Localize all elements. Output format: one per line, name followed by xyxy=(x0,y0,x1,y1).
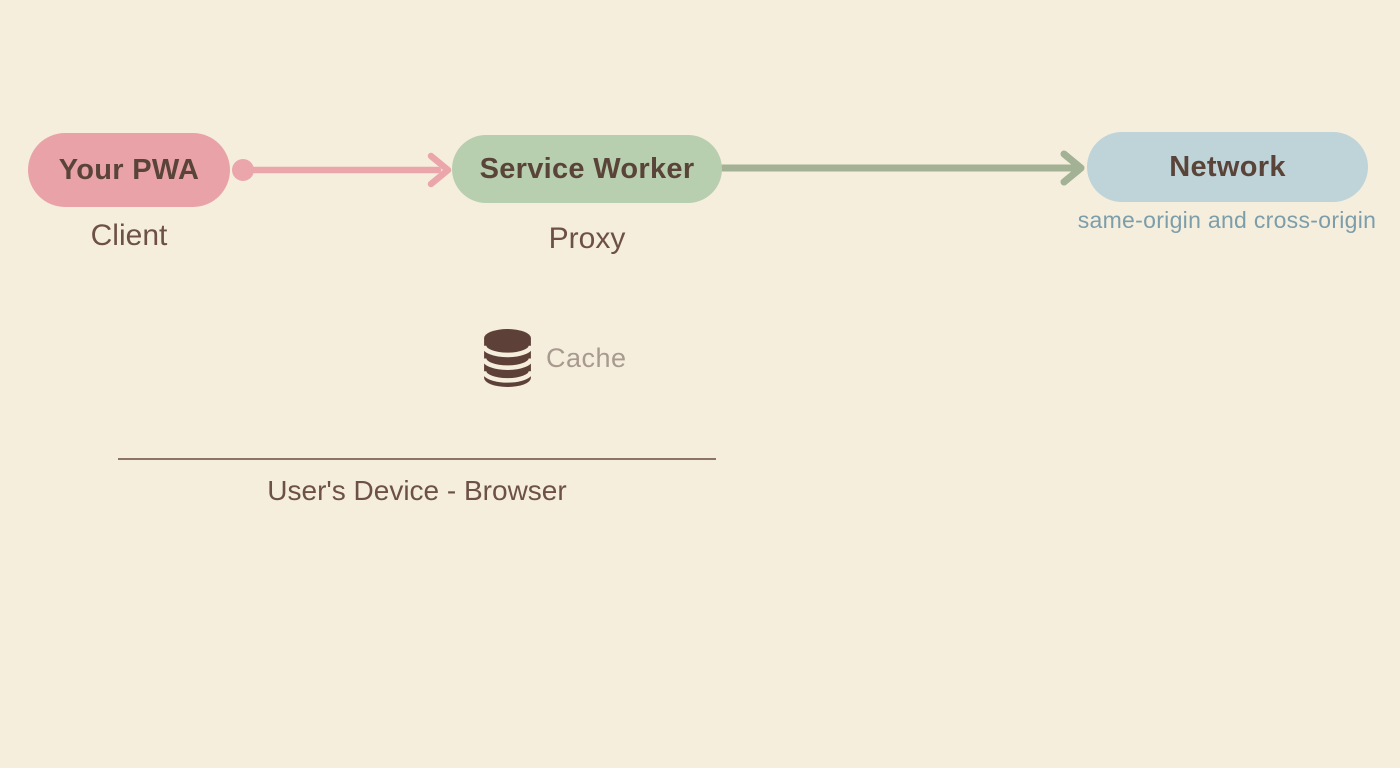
proxy-label: Proxy xyxy=(548,222,626,255)
network-node-label: Network xyxy=(1169,150,1286,183)
network-node: Network xyxy=(1087,132,1368,202)
pwa-to-sw-arrow xyxy=(232,152,452,188)
cache-group: Cache xyxy=(484,329,627,387)
device-boundary-label: User's Device - Browser xyxy=(267,475,567,506)
arrow-head-icon xyxy=(427,152,452,188)
database-cylinder xyxy=(484,329,531,387)
database-gap xyxy=(484,358,531,370)
pwa-node-label: Your PWA xyxy=(58,153,200,186)
arrow-start-dot xyxy=(232,159,254,181)
service-worker-node-label: Service Worker xyxy=(479,152,695,185)
cache-label: Cache xyxy=(546,342,627,373)
database-gap xyxy=(484,345,531,358)
database-gap xyxy=(484,370,531,383)
client-label: Client xyxy=(90,219,168,252)
device-boundary-line xyxy=(118,458,716,460)
pwa-node: Your PWA xyxy=(28,133,230,207)
network-origins-label: same-origin and cross-origin xyxy=(1077,207,1377,233)
service-worker-node: Service Worker xyxy=(452,135,722,203)
sw-to-network-arrow xyxy=(718,150,1085,186)
database-icon xyxy=(484,329,531,387)
arrow-head-icon xyxy=(1060,150,1085,186)
